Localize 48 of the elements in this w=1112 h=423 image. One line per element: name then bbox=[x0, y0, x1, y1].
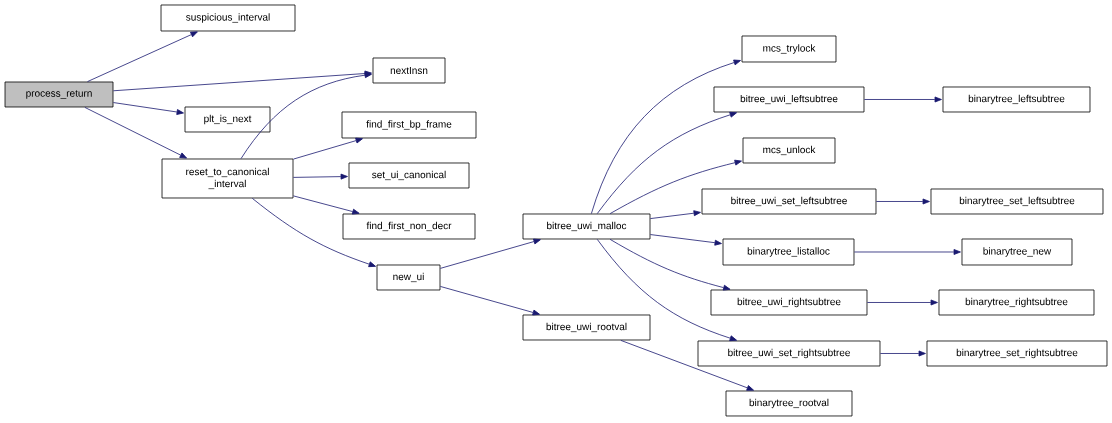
function-box: binarytree_rightsubtree bbox=[938, 289, 1095, 316]
arrow bbox=[867, 299, 938, 306]
function-box: bitree_uwi_rightsubtree bbox=[710, 289, 868, 316]
arrow bbox=[84, 107, 187, 159]
function-box: set_ui_canonical bbox=[348, 162, 470, 189]
arrow bbox=[854, 249, 961, 255]
arrow bbox=[609, 239, 731, 291]
arrow bbox=[609, 159, 742, 214]
function-box: bitree_uwi_set_rightsubtree bbox=[697, 340, 881, 367]
arrow bbox=[113, 102, 184, 115]
arrow bbox=[293, 137, 363, 160]
arrow bbox=[880, 350, 926, 357]
arrow bbox=[440, 286, 540, 316]
function-box: plt_is_next bbox=[184, 106, 271, 133]
function-box: new_ui bbox=[376, 264, 441, 291]
function-box: binarytree_set_leftsubtree bbox=[930, 188, 1104, 215]
arrow bbox=[113, 70, 372, 92]
function-box: binarytree_set_rightsubtree bbox=[926, 340, 1108, 367]
arrow bbox=[596, 239, 737, 342]
arrow bbox=[440, 238, 541, 269]
arrow bbox=[251, 198, 376, 268]
arrow bbox=[591, 59, 741, 214]
function-box: find_first_bp_frame bbox=[341, 111, 477, 139]
arrow bbox=[876, 198, 930, 205]
function-box: nextInsn bbox=[372, 57, 446, 84]
function-box: binarytree_rootval bbox=[725, 390, 853, 417]
function-box: binarytree_new bbox=[961, 238, 1073, 266]
function-box: mcs_trylock bbox=[741, 35, 837, 63]
function-box: bitree_uwi_leftsubtree bbox=[713, 86, 865, 113]
function-box: mcs_unlock bbox=[742, 137, 836, 164]
function-box: find_first_non_decr bbox=[342, 213, 476, 240]
function-box: bitree_uwi_set_leftsubtree bbox=[701, 188, 877, 215]
function-box: binarytree_listalloc bbox=[722, 238, 855, 266]
function-box: process_return bbox=[4, 81, 114, 108]
function-box: reset_to_canonical _interval bbox=[161, 158, 294, 199]
function-box: suspicious_interval bbox=[160, 4, 296, 32]
arrow bbox=[650, 210, 701, 219]
arrow bbox=[650, 234, 722, 246]
arrow bbox=[864, 96, 942, 103]
arrow bbox=[240, 72, 372, 159]
function-box: bitree_uwi_rootval bbox=[522, 314, 651, 341]
arrow bbox=[596, 111, 737, 214]
function-box: bitree_uwi_malloc bbox=[522, 213, 651, 240]
arrow bbox=[293, 195, 360, 215]
arrow bbox=[620, 340, 754, 391]
arrow bbox=[87, 31, 198, 82]
function-box: binarytree_leftsubtree bbox=[942, 86, 1091, 113]
arrow bbox=[293, 173, 348, 180]
